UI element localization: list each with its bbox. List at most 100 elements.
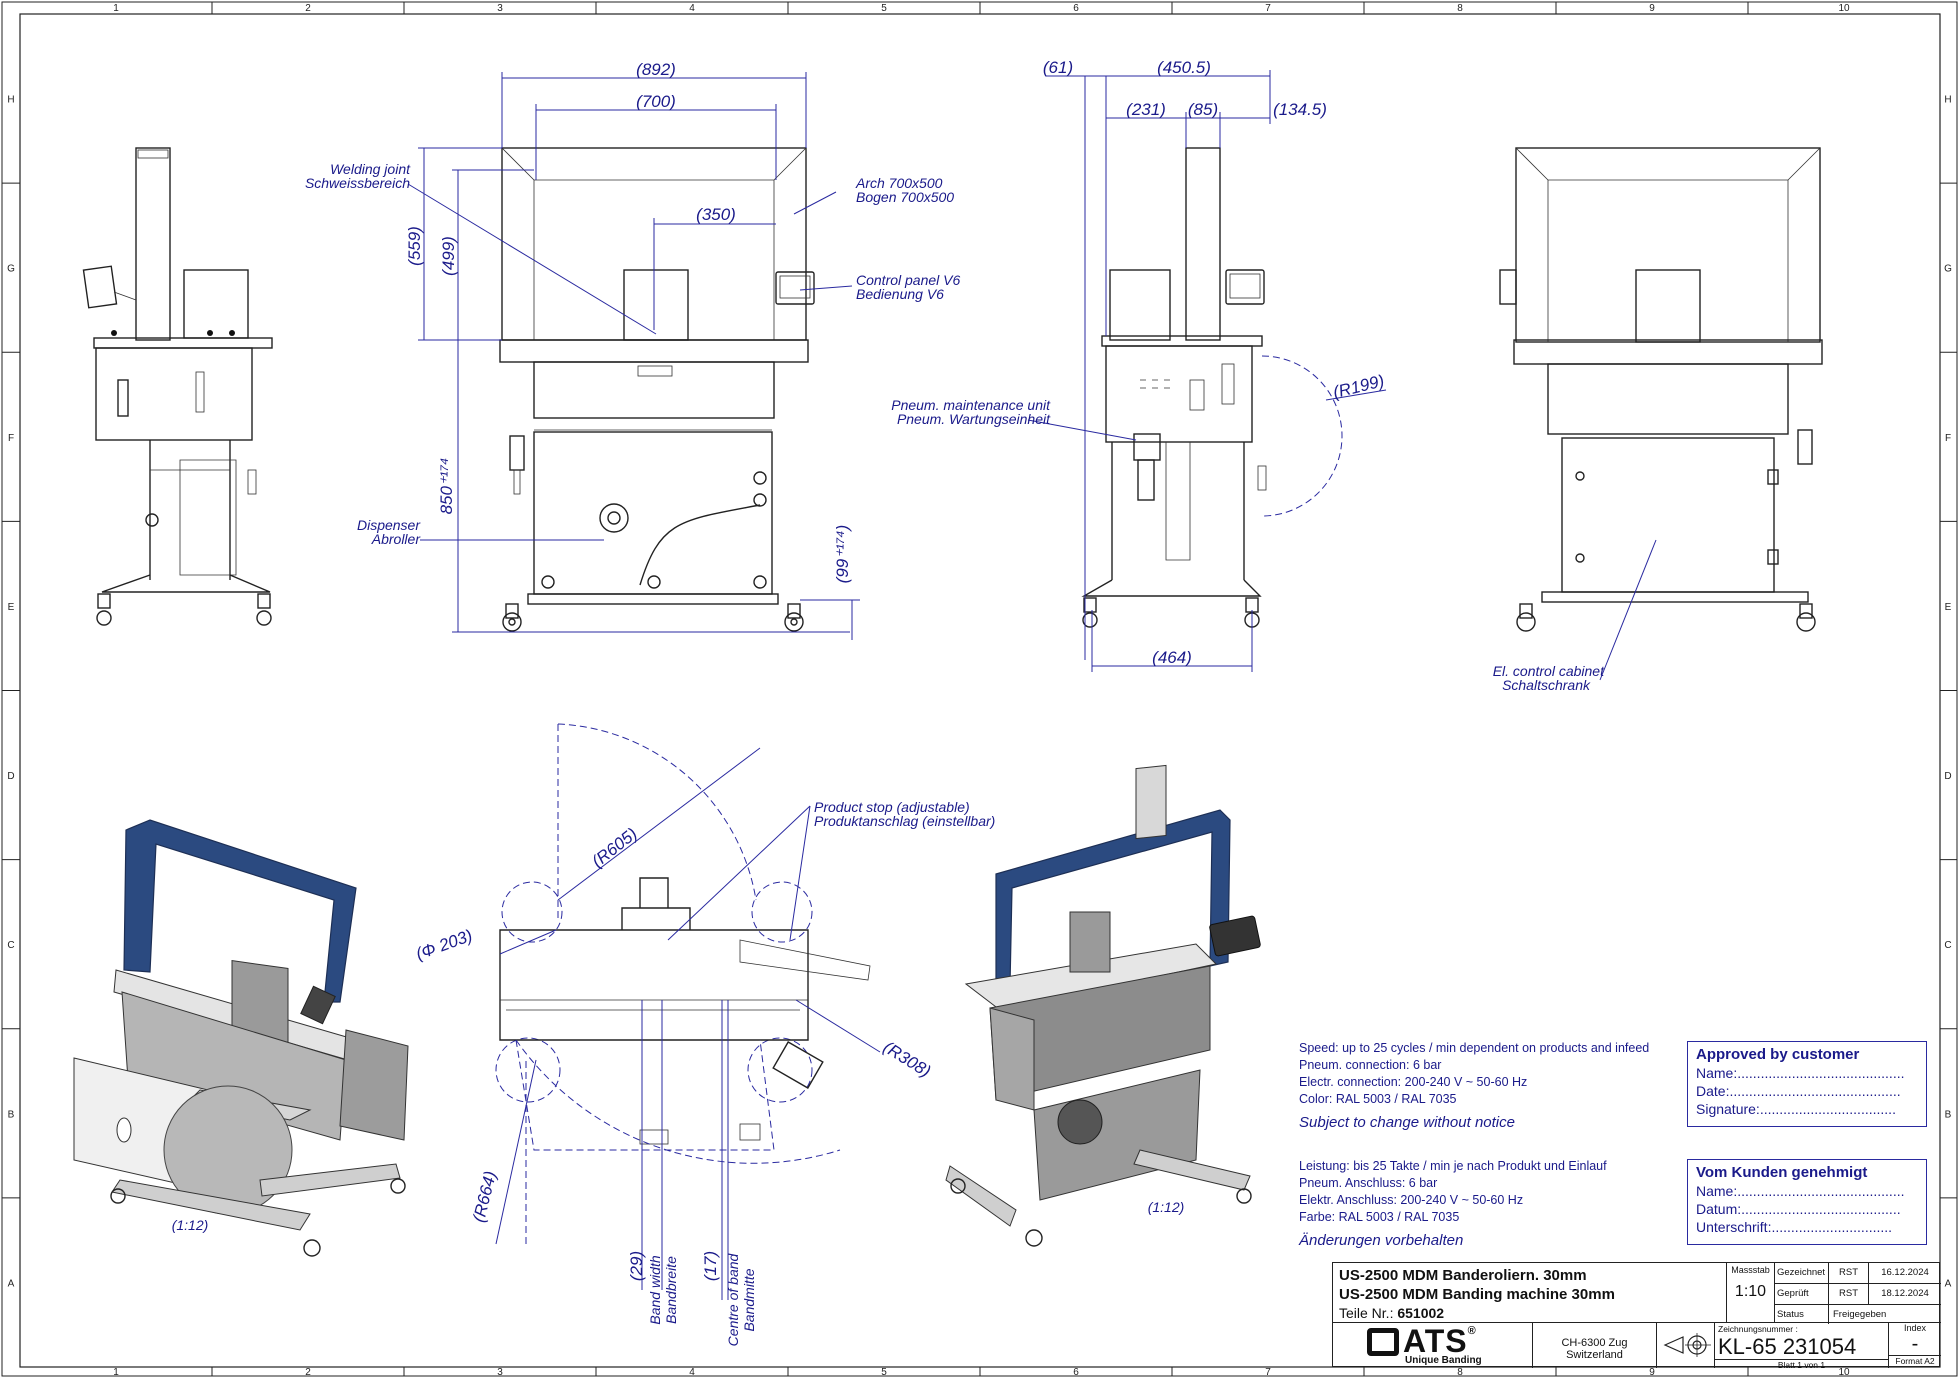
grid-column-label: 6 [1073, 1367, 1079, 1378]
grid-column-label: 9 [1649, 1367, 1655, 1378]
company-name: ATS [1403, 1323, 1468, 1359]
drawing-title-en: US-2500 MDM Banding machine 30mm [1339, 1286, 1615, 1303]
approval-signature: Signature:..............................… [1696, 1101, 1896, 1117]
label-control-de: Bedienung V6 [856, 286, 944, 302]
approval-name: Name:...................................… [1696, 1065, 1905, 1081]
grid-column-label: 2 [305, 1367, 311, 1378]
approval-date: Date:...................................… [1696, 1083, 1901, 1099]
label-arch-en: Arch 700x500 [855, 175, 943, 191]
grid-column-label: 7 [1265, 3, 1271, 14]
projection-symbol [1657, 1323, 1715, 1368]
grid-column-label: 8 [1457, 3, 1463, 14]
drawing-number-cell: Zeichnungsnummer : KL-65 231054 Blatt 1 … [1715, 1323, 1889, 1370]
approval-box-en: Approved by customer Name:..............… [1687, 1041, 1927, 1127]
grid-column-label: 1 [113, 1367, 119, 1378]
label-bandwidth-en: Band width [647, 1255, 663, 1324]
company-registered: ® [1467, 1325, 1476, 1337]
rear-view: El. control cabinet Schaltschrank [1493, 147, 1823, 693]
title-area: US-2500 MDM Banderoliern. 30mm US-2500 M… [1333, 1263, 1727, 1323]
spec-line: Pneum. Anschluss: 6 bar [1299, 1176, 1438, 1190]
grid-row-label: H [1944, 95, 1951, 106]
company-logo: ATS ® Unique Banding [1333, 1323, 1533, 1368]
dim-r308: (R308) [880, 1038, 934, 1082]
dim-464: (464) [1152, 648, 1192, 667]
spec-line: Leistung: bis 25 Takte / min je nach Pro… [1299, 1159, 1607, 1173]
spec-line: Elektr. Anschluss: 200-240 V ~ 50-60 Hz [1299, 1193, 1524, 1207]
label-centre-en: Centre of band [725, 1252, 741, 1346]
dim-d203: (Φ 203) [413, 926, 475, 964]
grid-column-label: 5 [881, 1367, 887, 1378]
dim-arch-height: (559) [405, 226, 424, 266]
grid-row-label: B [8, 1109, 15, 1120]
scale-label: Massstab [1731, 1265, 1770, 1275]
front-view: (892) (700) (350) (559) (499) 850⁺¹⁷⁴ (9… [305, 60, 961, 640]
label-control-en: Control panel V6 [856, 272, 961, 288]
spec-notes-de: Leistung: bis 25 Takte / min je nach Pro… [1299, 1158, 1679, 1249]
status-value: Freigegeben [1833, 1309, 1887, 1320]
approval-signature: Unterschrift:...........................… [1696, 1219, 1893, 1235]
scale-cell: Massstab 1:10 [1727, 1263, 1775, 1323]
isometric-view-right: (1:12) [945, 764, 1261, 1247]
grid-row-label: D [7, 771, 14, 782]
spec-line: Speed: up to 25 cycles / min dependent o… [1299, 1041, 1650, 1055]
drawn-by: RST [1829, 1263, 1869, 1283]
side-view-right: (61) (450.5) (231) (85) (134.5) (R199) (… [891, 58, 1386, 672]
label-stop-en: Product stop (adjustable) [814, 799, 970, 815]
approval-title: Vom Kunden genehmigt [1696, 1164, 1868, 1181]
revision-grid: Gezeichnet RST 16.12.2024 Geprüft RST 18… [1775, 1263, 1941, 1324]
dim-foot-height: (99⁺¹⁷⁴) [833, 525, 852, 584]
dim-half-width: (350) [696, 205, 736, 224]
dim-29: (29) [627, 1251, 646, 1281]
sheet-count: Blatt 1 von 1 [1715, 1359, 1888, 1370]
label-bandwidth-de: Bandbreite [663, 1256, 679, 1324]
grid-column-label: 2 [305, 3, 311, 14]
logo-mark-icon [1367, 1328, 1399, 1356]
title-block: US-2500 MDM Banderoliern. 30mm US-2500 M… [1332, 1262, 1941, 1370]
index-cell: Index - Format A2 [1889, 1323, 1941, 1368]
spec-line: Farbe: RAL 5003 / RAL 7035 [1299, 1210, 1460, 1224]
grid-column-label: 10 [1838, 3, 1850, 14]
iso-right-scale: (1:12) [1148, 1199, 1185, 1215]
label-pneum-en: Pneum. maintenance unit [891, 397, 1051, 413]
label-dispenser-de: Abroller [371, 531, 422, 547]
dim-arch-width: (700) [636, 92, 676, 111]
drawing-number: KL-65 231054 [1718, 1334, 1857, 1359]
spec-notes-en: Speed: up to 25 cycles / min dependent o… [1299, 1040, 1691, 1131]
status-label: Status [1775, 1305, 1829, 1324]
approval-name: Name:...................................… [1696, 1183, 1905, 1199]
dim-overall-width: (892) [636, 60, 676, 79]
grid-row-label: F [1945, 433, 1951, 444]
dim-r605: (R605) [588, 824, 641, 871]
dim-inner-height: (499) [439, 236, 458, 276]
label-welding-en: Welding joint [330, 161, 411, 177]
label-welding-de: Schweissbereich [305, 175, 410, 191]
dim-231: (231) [1126, 100, 1166, 119]
dim-table-height: 850⁺¹⁷⁴ [437, 458, 456, 515]
label-cabinet-de: Schaltschrank [1502, 677, 1591, 693]
grid-column-label: 3 [497, 3, 503, 14]
iso-left-scale: (1:12) [172, 1217, 209, 1233]
part-label: Teile Nr.: [1339, 1305, 1394, 1321]
grid-row-label: C [1944, 940, 1951, 951]
company-address: CH-6300 Zug Switzerland [1533, 1323, 1657, 1368]
grid-column-label: 8 [1457, 1367, 1463, 1378]
grid-column-label: 10 [1838, 1367, 1850, 1378]
grid-row-label: D [1944, 771, 1951, 782]
drawn-date: 16.12.2024 [1881, 1267, 1929, 1278]
company-tagline: Unique Banding [1405, 1355, 1482, 1366]
dim-r199: (R199) [1331, 371, 1386, 402]
address-line: Switzerland [1566, 1349, 1623, 1361]
label-dispenser-en: Dispenser [357, 517, 421, 533]
scale-value: 1:10 [1734, 1283, 1767, 1300]
drawn-label: Gezeichnet [1775, 1263, 1829, 1283]
grid-column-label: 5 [881, 3, 887, 14]
dim-134-5: (134.5) [1273, 100, 1327, 119]
grid-column-label: 4 [689, 3, 695, 14]
approval-title: Approved by customer [1696, 1046, 1860, 1063]
grid-column-label: 7 [1265, 1367, 1271, 1378]
label-arch-de: Bogen 700x500 [856, 189, 954, 205]
index-value: - [1911, 1333, 1919, 1355]
grid-row-label: A [1945, 1278, 1952, 1289]
drawing-number-label: Zeichnungsnummer : [1718, 1324, 1798, 1334]
